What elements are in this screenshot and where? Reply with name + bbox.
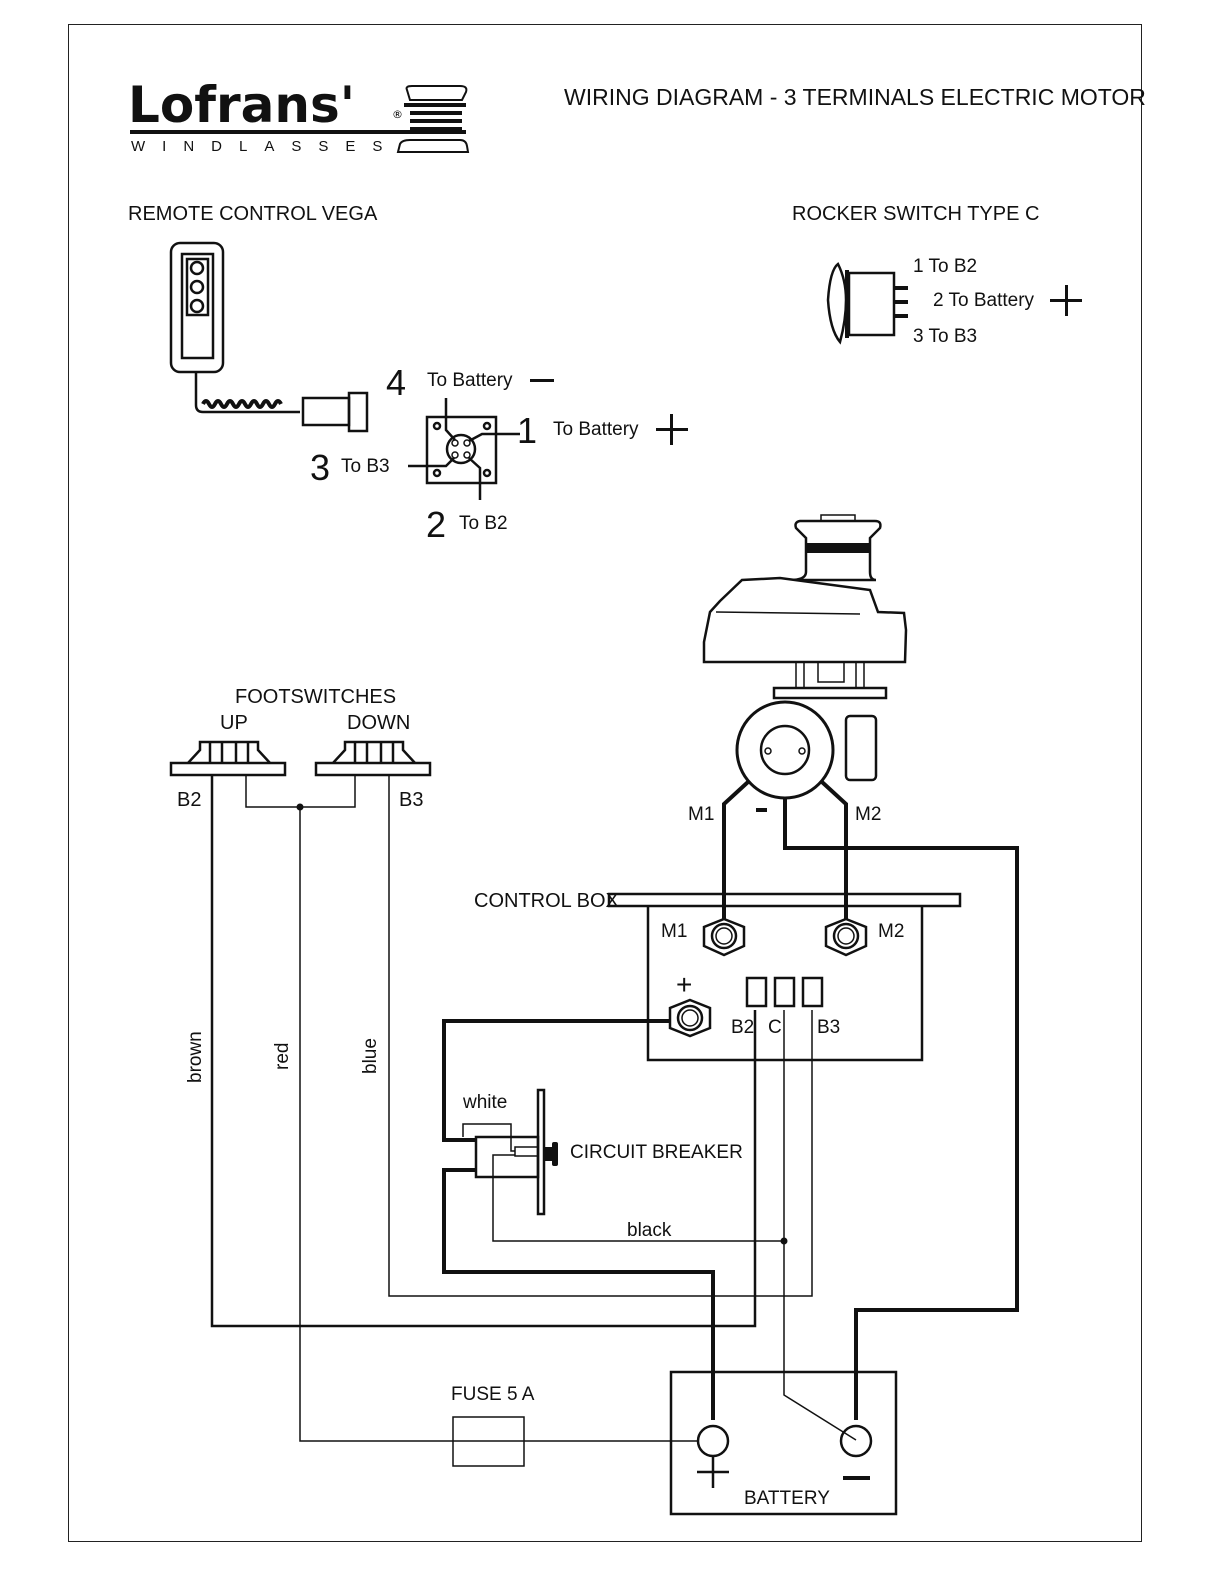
circuit-breaker-label: CIRCUIT BREAKER — [570, 1142, 743, 1163]
footswitch-down[interactable] — [314, 740, 432, 777]
plus-sign-icon — [1050, 285, 1082, 316]
fuse-label: FUSE 5 A — [451, 1384, 535, 1405]
logo-underline — [130, 130, 466, 134]
terminal-b3-label: B3 — [817, 1017, 840, 1038]
control-box-title: CONTROL BOX — [474, 890, 619, 912]
control-box-m2-label: M2 — [878, 921, 904, 942]
terminal-m2-nut[interactable] — [824, 917, 868, 957]
black-wire-label: black — [627, 1220, 672, 1241]
motor-negative-icon — [756, 808, 767, 812]
positive-to-breaker-wire — [442, 1019, 670, 1142]
lofrans-logo: Lofrans' ® WINDLASSES — [128, 76, 470, 155]
logo-subtitle: WINDLASSES — [131, 138, 399, 155]
battery-negative-terminal[interactable] — [839, 1424, 873, 1458]
terminal-m1-nut[interactable] — [702, 917, 746, 957]
plus-sign-icon — [656, 414, 688, 445]
pin-4-label: To Battery — [427, 370, 513, 391]
minus-sign-icon — [530, 379, 554, 382]
terminal-b2[interactable] — [745, 976, 768, 1008]
logo-registered-mark: ® — [392, 108, 403, 121]
blue-wire-label: blue — [360, 1038, 381, 1074]
diagram-title: WIRING DIAGRAM - 3 TERMINALS ELECTRIC MO… — [564, 84, 1146, 110]
brown-wire-label: brown — [185, 1031, 206, 1083]
rocker-pin-2-label: 2 To Battery — [933, 290, 1035, 311]
battery-label: BATTERY — [744, 1488, 830, 1509]
pin-1-label: To Battery — [553, 419, 639, 440]
pin-4-number: 4 — [386, 362, 406, 403]
white-wire-label: white — [462, 1092, 507, 1113]
footswitches-title: FOOTSWITCHES — [235, 686, 396, 708]
red-wire-label: red — [272, 1043, 293, 1070]
pin-3-number: 3 — [310, 447, 330, 488]
battery-positive-terminal[interactable] — [696, 1424, 730, 1458]
pin-2-label: To B2 — [459, 513, 508, 534]
control-box — [607, 892, 962, 1062]
motor-m2-label: M2 — [855, 804, 881, 825]
black-wire — [492, 1154, 784, 1242]
terminal-positive-nut[interactable] — [668, 998, 712, 1038]
windlass-icon — [702, 514, 1019, 1420]
footswitch-down-label: DOWN — [347, 712, 410, 734]
battery — [669, 1370, 898, 1516]
pin-3-label: To B3 — [341, 456, 390, 477]
brown-wire — [210, 775, 757, 1328]
terminal-c[interactable] — [773, 976, 796, 1008]
logo-text: Lofrans' — [128, 76, 355, 134]
remote-control-title: REMOTE CONTROL VEGA — [128, 203, 378, 225]
footswitch-up[interactable] — [169, 740, 287, 777]
red-wire — [299, 807, 453, 1442]
rocker-switch-title: ROCKER SWITCH TYPE C — [792, 203, 1039, 225]
pin-1-number: 1 — [517, 410, 537, 451]
terminal-b2-label: B2 — [731, 1017, 754, 1038]
terminal-c-label: C — [768, 1017, 782, 1038]
rocker-pin-1-label: 1 To B2 — [913, 256, 977, 277]
control-box-m1-label: M1 — [661, 921, 687, 942]
c-terminal-wire — [783, 1010, 857, 1441]
page-border — [68, 24, 1142, 1542]
remote-control-handset — [169, 241, 369, 433]
motor-m1-label: M1 — [688, 804, 714, 825]
remote-socket-connector — [408, 398, 520, 500]
footswitch-common-wire — [245, 775, 356, 808]
footswitch-up-label: UP — [220, 712, 248, 734]
rocker-switch-icon — [826, 262, 908, 345]
footswitch-b2-label: B2 — [177, 789, 201, 811]
windlass-logo-icon — [396, 85, 470, 153]
terminal-b3[interactable] — [801, 976, 824, 1008]
breaker-to-battery-wire — [442, 1168, 715, 1420]
pin-2-number: 2 — [426, 504, 446, 545]
footswitch-b3-label: B3 — [399, 789, 423, 811]
rocker-pin-3-label: 3 To B3 — [913, 326, 977, 347]
blue-wire — [388, 775, 813, 1297]
circuit-breaker[interactable] — [474, 1088, 558, 1216]
control-box-plus-sign: + — [676, 969, 692, 1000]
white-wire — [462, 1123, 515, 1152]
battery-negative-sign-icon — [843, 1476, 870, 1480]
